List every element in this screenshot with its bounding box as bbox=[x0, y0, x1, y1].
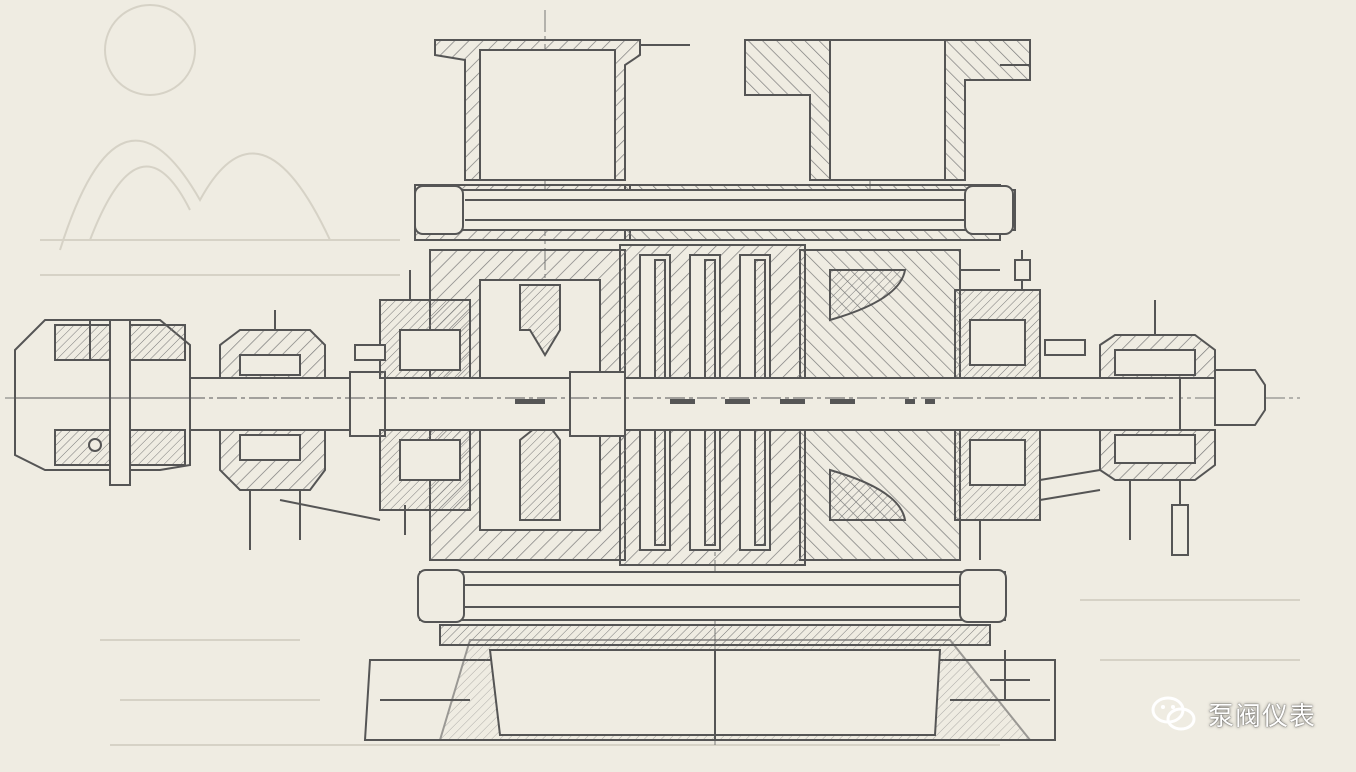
shaft-coupling bbox=[14, 319, 191, 486]
right-seal-assembly bbox=[954, 250, 1086, 560]
pump-base bbox=[363, 639, 1056, 741]
flange-details bbox=[640, 44, 1030, 700]
left-bearing-housing bbox=[219, 310, 326, 550]
watermark-text: 泵阀仪表 bbox=[1207, 701, 1316, 732]
right-bearing-housing bbox=[1099, 300, 1266, 556]
pump-shaft bbox=[179, 371, 1181, 437]
watermark: 泵阀仪表 bbox=[1150, 694, 1316, 734]
left-seal-assembly bbox=[354, 270, 471, 535]
background-ghost-artwork bbox=[40, 4, 1300, 746]
tie-bolt-lower bbox=[417, 569, 1007, 646]
balance-line bbox=[279, 469, 1101, 521]
wechat-icon bbox=[1151, 696, 1196, 731]
tie-bolt-upper bbox=[414, 185, 1016, 235]
